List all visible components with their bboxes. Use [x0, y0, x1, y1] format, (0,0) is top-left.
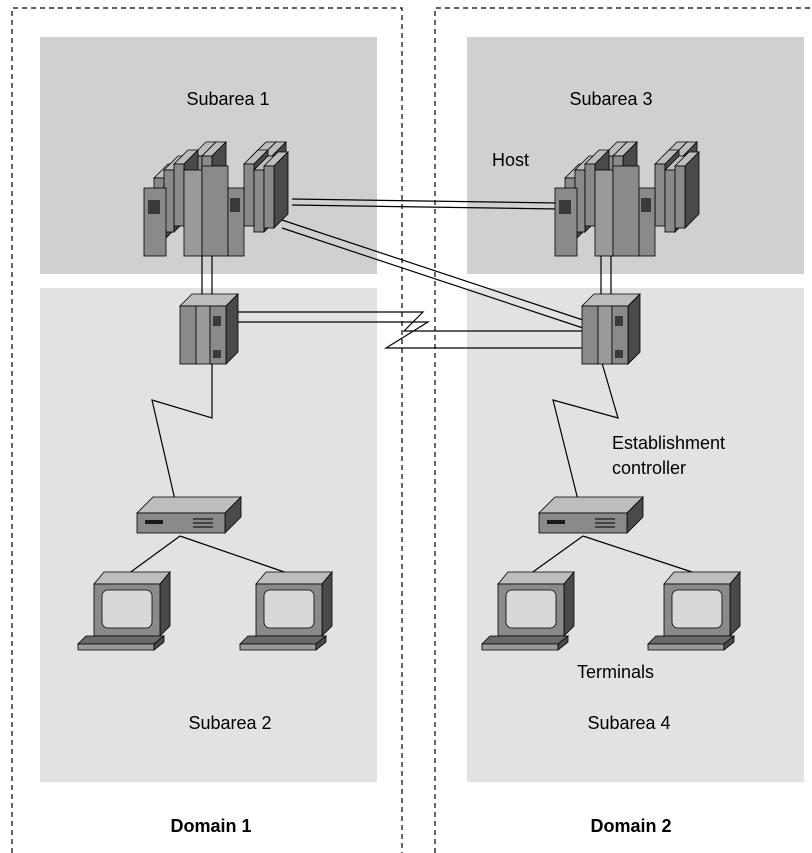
domain-boundaries [11, 7, 812, 853]
domain-2-label: Domain 2 [590, 816, 671, 836]
establishment-controller-label-line1: Establishment [612, 433, 725, 453]
subarea-panels [40, 37, 804, 782]
subarea-4-label: Subarea 4 [587, 713, 670, 733]
communication-controller-icon-2 [581, 293, 641, 365]
domain-1-boundary [11, 7, 403, 853]
domain-1-label: Domain 1 [170, 816, 251, 836]
subarea-2-panel [40, 288, 377, 782]
communication-controller-icon [179, 293, 239, 365]
connections [127, 198, 699, 575]
host-label: Host [492, 150, 529, 170]
establishment-controller-label-line2: controller [612, 458, 686, 478]
subarea-3-label: Subarea 3 [569, 89, 652, 109]
subarea-4-panel [467, 288, 804, 782]
subarea-1-label: Subarea 1 [186, 89, 269, 109]
mainframe-host-icon [143, 141, 289, 257]
cluster-controller-icon [136, 496, 242, 534]
cluster-controller-icon-2 [538, 496, 644, 534]
domain-2-boundary [434, 7, 812, 853]
mainframe-host-icon-2 [554, 141, 700, 257]
terminals-label: Terminals [577, 662, 654, 682]
subarea-2-label: Subarea 2 [188, 713, 271, 733]
